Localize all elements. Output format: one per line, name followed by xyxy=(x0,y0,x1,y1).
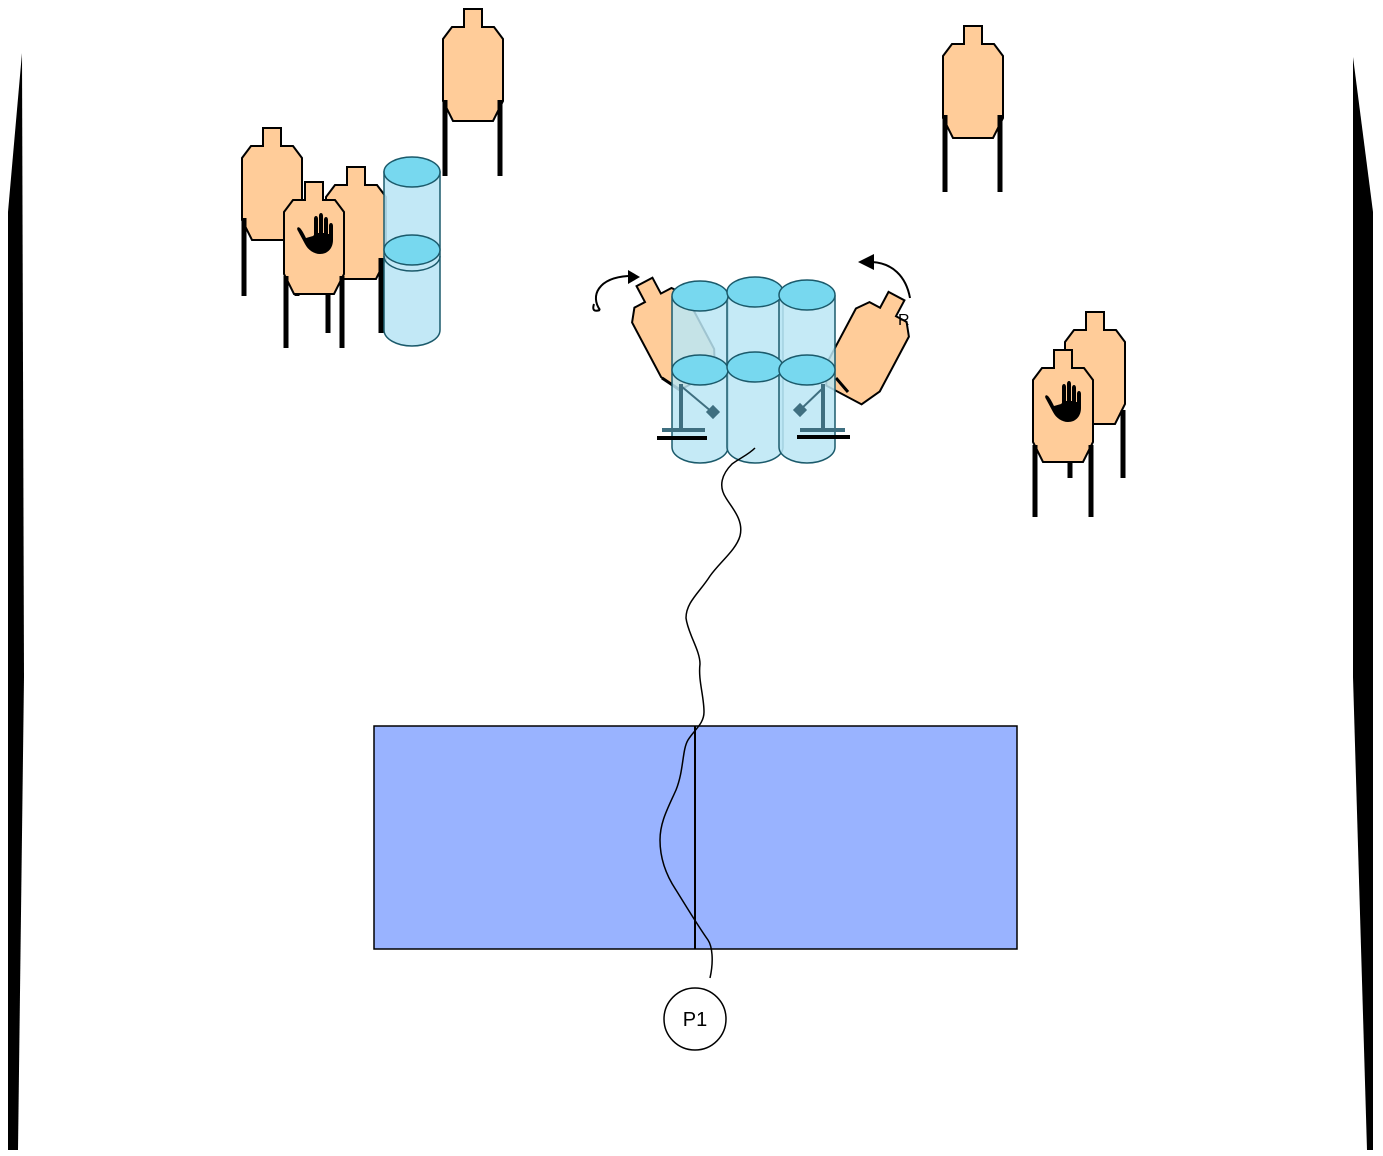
left-berm-wall xyxy=(8,53,24,1150)
no-shoot-target-left xyxy=(283,181,345,348)
shooter-path xyxy=(659,447,756,979)
swinger-mechanism-left xyxy=(657,384,721,440)
barrel-stack-left xyxy=(383,156,441,347)
curved-arrow-icon xyxy=(592,270,640,312)
right-berm-wall xyxy=(1353,57,1373,1150)
shooting-box xyxy=(373,725,1018,950)
no-shoot-target-right xyxy=(1032,349,1094,517)
start-position-label: P1 xyxy=(683,1009,707,1031)
target-top-center xyxy=(442,8,504,176)
start-position-marker: P1 xyxy=(663,987,727,1051)
curved-arrow-icon xyxy=(858,254,911,299)
reactive-marker-label: R xyxy=(898,312,910,329)
swinger-mechanism-right xyxy=(792,384,850,439)
swinger-target-right xyxy=(816,281,924,411)
target-top-right xyxy=(942,25,1004,192)
